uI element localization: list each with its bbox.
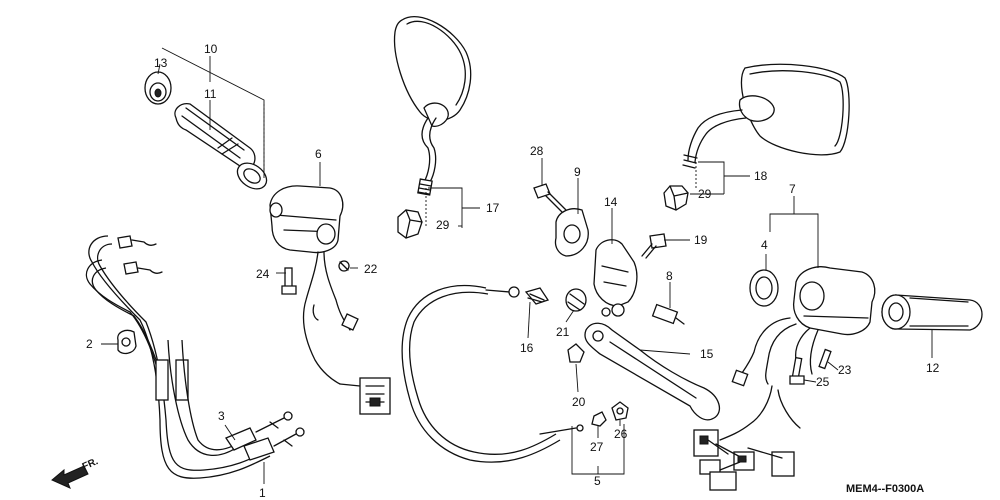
collar-4 (749, 269, 779, 307)
callout-12: 12 (926, 361, 940, 375)
callout-4: 4 (761, 238, 768, 252)
leader-lines (101, 47, 933, 484)
callout-5: 5 (594, 474, 601, 488)
callout-21: 21 (556, 325, 570, 339)
right-mirror-nut (663, 185, 689, 211)
callout-17: 17 (486, 201, 500, 215)
callout-18: 18 (754, 169, 768, 183)
callout-10: 10 (204, 42, 218, 56)
callout-15: 15 (700, 347, 714, 361)
callout-labels: 10 13 11 6 24 22 2 3 1 17 29 28 9 14 19 … (86, 42, 940, 500)
washer-27 (591, 411, 607, 427)
callout-29b: 29 (698, 187, 712, 201)
callout-26: 26 (614, 427, 628, 441)
left-grip (174, 103, 268, 190)
callout-27: 27 (590, 440, 604, 454)
callout-23: 23 (838, 363, 852, 377)
callout-14: 14 (604, 195, 618, 209)
screw-24 (281, 267, 297, 295)
bolt-19 (641, 233, 667, 259)
callout-28: 28 (530, 144, 544, 158)
front-label: FR. (81, 456, 100, 473)
bolt-28 (533, 183, 567, 213)
cable-clamp (117, 329, 137, 355)
pivot-collar-21 (565, 288, 587, 312)
right-mirror (682, 63, 850, 169)
callout-9: 9 (574, 165, 581, 179)
clutch-lever-15 (584, 322, 721, 421)
callout-22: 22 (364, 262, 378, 276)
diagram-code: MEM4--F0300A (846, 483, 924, 495)
callout-1: 1 (259, 486, 266, 500)
left-mirror-nut (397, 209, 423, 239)
clutch-cable (401, 284, 584, 463)
front-direction-arrow: FR. (51, 456, 100, 489)
adjuster-16 (524, 287, 550, 305)
callout-2: 2 (86, 337, 93, 351)
callout-29a: 29 (436, 218, 450, 232)
callout-11: 11 (204, 87, 217, 101)
nut-20 (567, 343, 585, 363)
callout-3: 3 (218, 409, 225, 423)
lever-holder-9 (554, 208, 589, 257)
screw-25 (789, 356, 805, 385)
callout-25: 25 (816, 375, 830, 389)
screw-23 (818, 348, 832, 370)
nut-26 (611, 401, 629, 421)
grip-end-weight (144, 71, 172, 105)
callout-6: 6 (315, 147, 322, 161)
callout-16: 16 (520, 341, 534, 355)
callout-13: 13 (154, 56, 168, 70)
right-handlebar-switch (693, 266, 876, 491)
switch-8 (651, 303, 685, 325)
right-grip-12 (881, 294, 983, 331)
callout-24: 24 (256, 267, 270, 281)
lever-bracket-14 (593, 239, 638, 317)
callout-20: 20 (572, 395, 586, 409)
left-mirror (393, 15, 472, 196)
left-handlebar-switch (269, 185, 391, 415)
callout-7: 7 (789, 182, 796, 196)
throttle-cables (85, 235, 305, 479)
screw-22 (338, 260, 350, 272)
callout-8: 8 (666, 269, 673, 283)
callout-19: 19 (694, 233, 708, 247)
